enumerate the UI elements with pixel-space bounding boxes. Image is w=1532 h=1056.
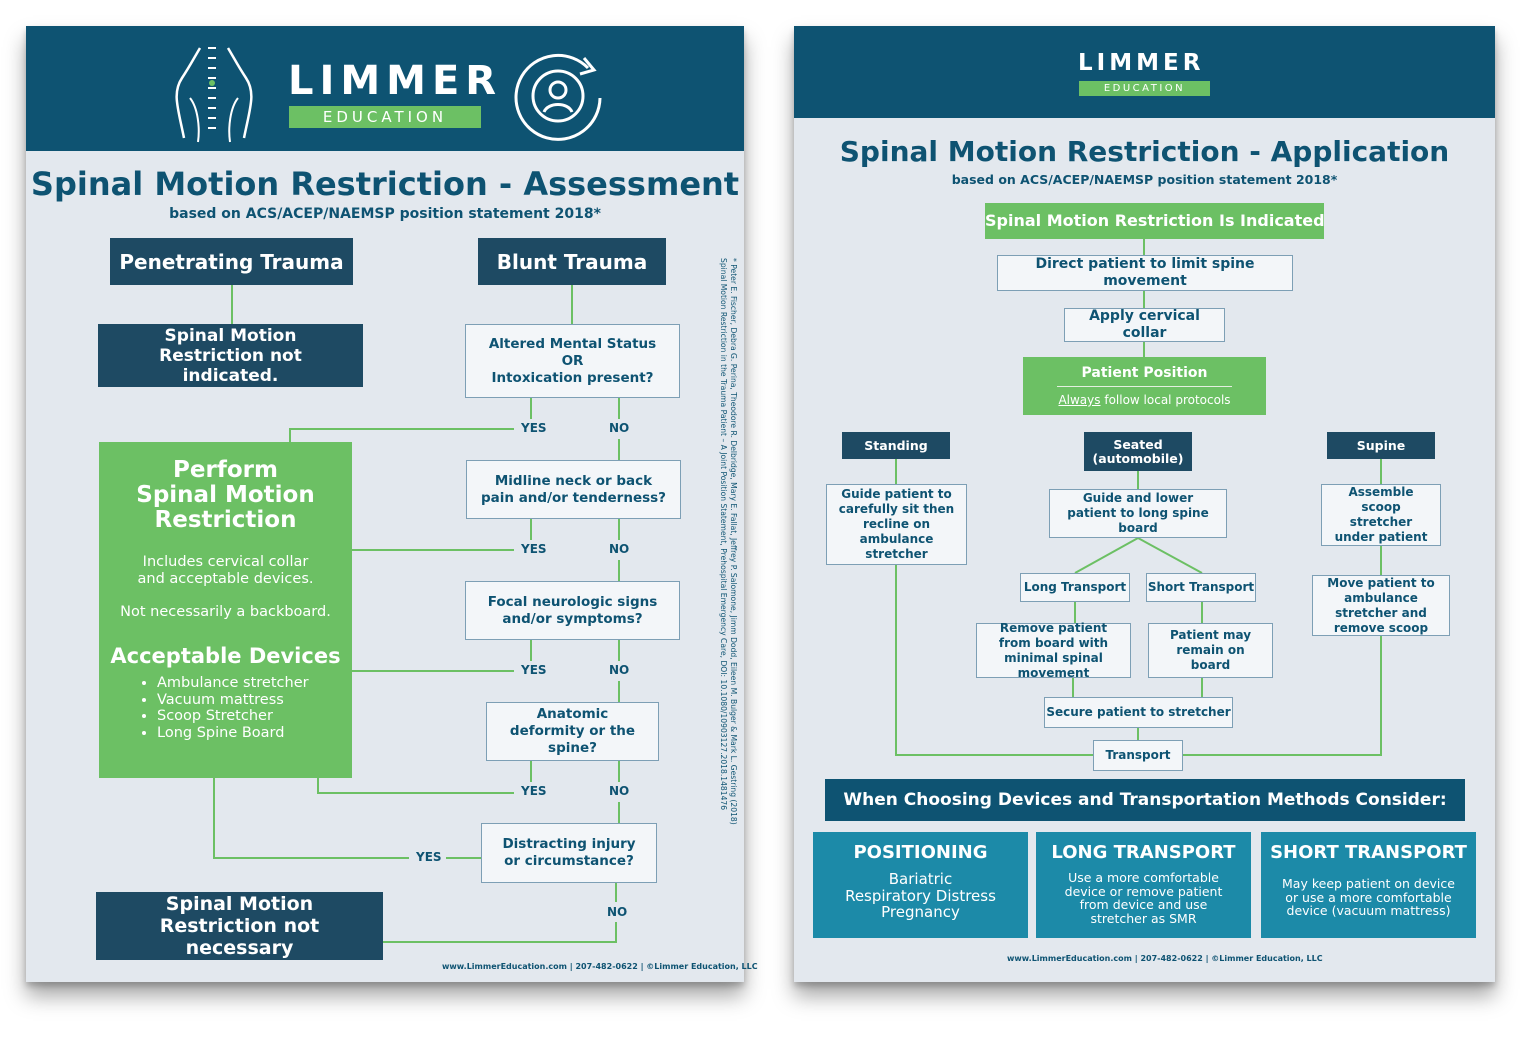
penetrating-trauma-box: Penetrating Trauma <box>110 238 353 285</box>
application-connectors <box>895 239 1382 756</box>
application-footer: www.LimmerEducation.com | 207-482-0622 |… <box>1007 954 1323 963</box>
assessment-footer: www.LimmerEducation.com | 207-482-0622 |… <box>442 962 758 971</box>
question-distracting-injury: Distracting injury or circumstance? <box>481 823 657 883</box>
no-label-3: NO <box>606 663 633 677</box>
supine-step2-box: Move patient to ambulance stretcher and … <box>1312 575 1450 636</box>
long-transport-card-title: LONG TRANSPORT <box>1051 842 1236 863</box>
smr-not-indicated-box: Spinal Motion Restriction not indicated. <box>98 324 363 387</box>
acceptable-devices-list: Ambulance stretcher Vacuum mattress Scoo… <box>137 675 309 741</box>
direct-patient-box: Direct patient to limit spine movement <box>997 255 1293 291</box>
spine-torso-icon <box>175 47 253 143</box>
protocol-text: follow local protocols <box>1100 393 1231 407</box>
remove-from-board-box: Remove patient from board with minimal s… <box>976 621 1131 680</box>
question-altered-mental-status: Altered Mental Status OR Intoxication pr… <box>465 324 680 398</box>
perform-smr-heading: Perform Spinal Motion Restriction <box>136 457 315 533</box>
seated-step-box: Guide and lower patient to long spine bo… <box>1049 489 1227 538</box>
list-item: Long Spine Board <box>157 725 309 742</box>
smr-not-necessary-box: Spinal Motion Restriction not necessary <box>96 892 383 960</box>
yes-label-2: YES <box>518 542 550 556</box>
long-transport-card-body: Use a more comfortable device or remove … <box>1064 870 1223 926</box>
always-emphasis: Always <box>1058 393 1101 407</box>
position-divider <box>1057 386 1232 387</box>
perform-includes-text: Includes cervical collar and acceptable … <box>137 554 314 587</box>
remain-on-board-box: Patient may remain on board <box>1148 623 1273 678</box>
patient-position-title: Patient Position <box>1081 365 1208 381</box>
positioning-card: POSITIONING Bariatric Respiratory Distre… <box>813 832 1028 938</box>
positioning-card-title: POSITIONING <box>853 842 988 863</box>
question-focal-neurologic: Focal neurologic signs and/or symptoms? <box>465 581 680 640</box>
seated-header: Seated (automobile) <box>1084 432 1192 471</box>
short-transport-box: Short Transport <box>1146 573 1256 602</box>
application-header: LIMMER EDUCATION <box>794 26 1495 118</box>
no-label-5: NO <box>604 905 631 919</box>
assessment-sheet: LIMMER EDUCATION Spinal Motion Restricti… <box>26 26 758 982</box>
no-label-4: NO <box>606 784 633 798</box>
perform-smr-panel: Perform Spinal Motion Restriction Includ… <box>99 442 352 778</box>
perform-not-backboard-text: Not necessarily a backboard. <box>120 604 331 620</box>
question-anatomic-deformity: Anatomic deformity or the spine? <box>486 702 659 761</box>
apply-collar-box: Apply cervical collar <box>1064 308 1225 342</box>
citation-text: * Peter E. Fischer, Debra G. Perina, The… <box>719 258 738 825</box>
list-item: Scoop Stretcher <box>157 708 309 725</box>
supine-step1-box: Assemble scoop stretcher under patient <box>1321 484 1441 546</box>
list-item: Ambulance stretcher <box>157 675 309 692</box>
short-transport-card-body: May keep patient on device or use a more… <box>1282 876 1455 918</box>
assessment-connectors <box>213 285 620 943</box>
logo-education-bar: EDUCATION <box>289 106 481 128</box>
assessment-subtitle: based on ACS/ACEP/NAEMSP position statem… <box>169 206 601 222</box>
assessment-title: Spinal Motion Restriction - Assessment <box>30 165 740 203</box>
acceptable-devices-heading: Acceptable Devices <box>110 644 341 668</box>
consider-banner: When Choosing Devices and Transportation… <box>825 779 1465 821</box>
logo-wordmark: LIMMER <box>1078 50 1205 76</box>
patient-circle-icon <box>514 53 602 141</box>
application-subtitle: based on ACS/ACEP/NAEMSP position statem… <box>951 172 1338 187</box>
logo-education-bar: EDUCATION <box>1079 81 1210 96</box>
blunt-trauma-box: Blunt Trauma <box>478 238 666 285</box>
positioning-card-body: Bariatric Respiratory Distress Pregnancy <box>845 870 996 921</box>
no-label-1: NO <box>606 421 633 435</box>
supine-header: Supine <box>1327 432 1435 459</box>
short-transport-card-title: SHORT TRANSPORT <box>1270 842 1467 863</box>
assessment-header: LIMMER EDUCATION <box>26 26 744 151</box>
position-protocol-note: Always follow local protocols <box>1023 393 1266 407</box>
standing-step-box: Guide patient to carefully sit then recl… <box>826 484 967 565</box>
application-sheet: LIMMER EDUCATION Spinal Motion Restricti… <box>794 26 1495 982</box>
no-label-2: NO <box>606 542 633 556</box>
long-transport-box: Long Transport <box>1020 573 1130 602</box>
short-transport-card: SHORT TRANSPORT May keep patient on devi… <box>1261 832 1476 938</box>
yes-label-4: YES <box>518 784 550 798</box>
yes-label-3: YES <box>518 663 550 677</box>
question-midline-pain: Midline neck or back pain and/or tendern… <box>466 460 681 519</box>
application-title: Spinal Motion Restriction - Application <box>839 135 1450 168</box>
logo-wordmark: LIMMER <box>288 58 503 104</box>
long-transport-card: LONG TRANSPORT Use a more comfortable de… <box>1036 832 1251 938</box>
list-item: Vacuum mattress <box>157 692 309 709</box>
patient-position-box: Patient Position Always follow local pro… <box>1023 357 1266 415</box>
standing-header: Standing <box>842 432 950 459</box>
secure-to-stretcher-box: Secure patient to stretcher <box>1044 697 1233 728</box>
smr-indicated-box: Spinal Motion Restriction Is Indicated <box>985 203 1325 239</box>
yes-label-1: YES <box>518 421 550 435</box>
yes-label-5: YES <box>413 850 445 864</box>
transport-box: Transport <box>1093 740 1183 771</box>
